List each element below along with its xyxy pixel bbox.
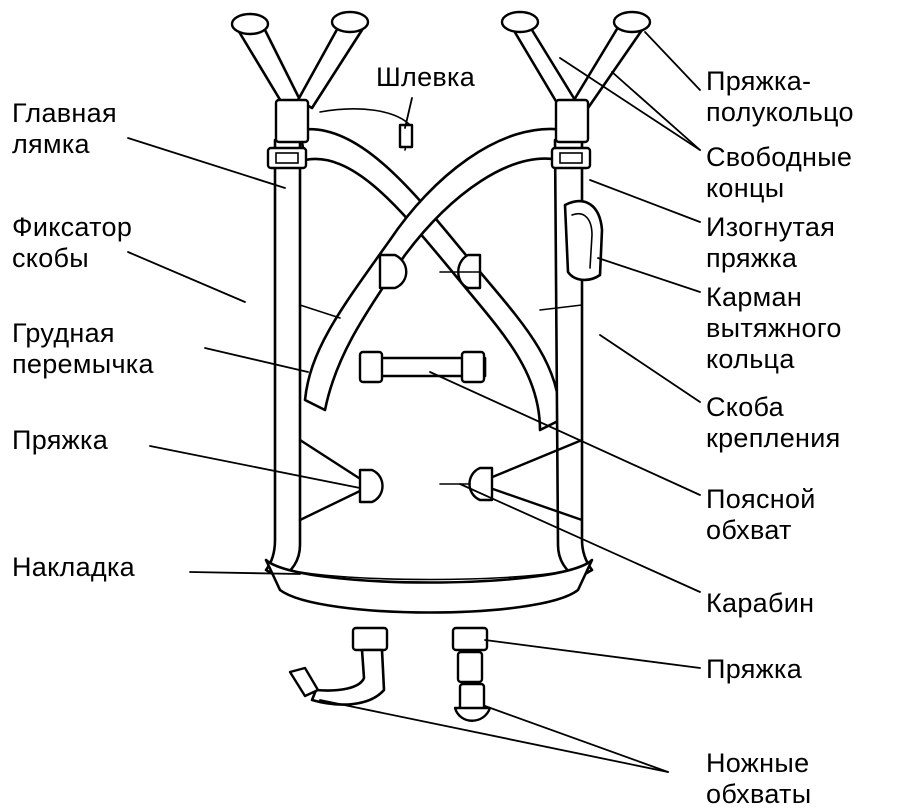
label-karman-vytyazhnogo-koltsa: Карман вытяжного кольца — [706, 282, 842, 374]
lower-side-straps — [298, 438, 584, 522]
upper-d-rings — [299, 253, 583, 319]
label-grudnaya-peremychka: Грудная перемычка — [12, 318, 154, 379]
right-main-strap — [550, 138, 594, 580]
label-nakladka: Накладка — [12, 552, 135, 582]
label-pryazhka-left: Пряжка — [12, 425, 109, 455]
label-izognutaya-pryazhka: Изогнутая пряжка — [706, 212, 836, 273]
label-pryazhka-polukoltso: Пряжка- полукольцо — [706, 66, 854, 127]
left-strap-buckle — [266, 146, 308, 170]
pull-ring-pocket — [563, 199, 604, 282]
label-pryazhka-right: Пряжка — [706, 654, 803, 684]
leader-lines — [127, 31, 701, 773]
left-free-ends — [230, 10, 370, 144]
label-shlevka: Шлевка — [376, 62, 476, 92]
left-ring-buckle-2 — [330, 10, 370, 34]
right-strap-buckle — [550, 146, 592, 170]
label-glavnaya-lyamka: Главная лямка — [12, 98, 117, 159]
right-free-ends — [500, 10, 652, 144]
right-carabiner — [468, 466, 494, 502]
right-ring-buckle-2 — [612, 10, 652, 34]
left-main-strap — [264, 138, 308, 580]
left-carabiner — [358, 468, 384, 504]
cross-straps — [298, 127, 567, 432]
label-skoba-krepleniya: Скоба крепления — [706, 392, 841, 453]
label-karabin: Карабин — [706, 588, 815, 618]
label-poyasnoy-obkhvat: Поясной обхват — [706, 484, 816, 545]
right-ring-buckle-1 — [500, 10, 540, 34]
label-nozhnye-obkhvaty: Ножные обхваты — [706, 748, 812, 809]
left-ring-buckle-1 — [230, 12, 270, 36]
leg-straps — [288, 626, 492, 722]
saddle-pad — [264, 558, 594, 614]
chest-strap — [358, 350, 487, 384]
label-fiksator-skoby: Фиксатор скобы — [12, 212, 133, 273]
label-svobodnye-kontsy: Свободные концы — [706, 142, 853, 203]
